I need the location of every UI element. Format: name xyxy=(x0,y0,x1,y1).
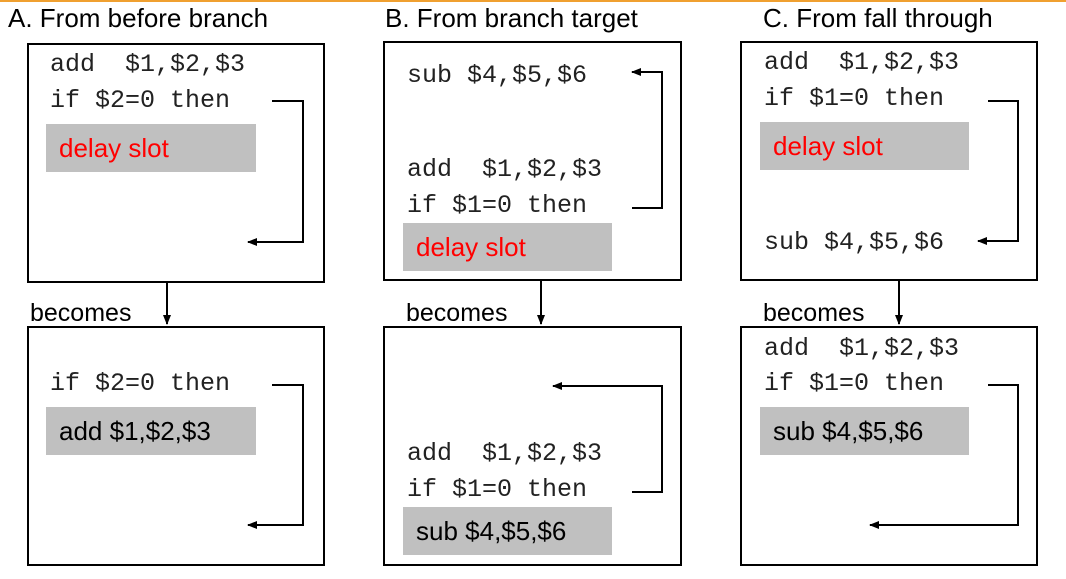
code-c-before-add: add $1,$2,$3 xyxy=(764,48,960,77)
heading-b: B. From branch target xyxy=(385,3,638,33)
heading-c: C. From fall through xyxy=(763,3,993,33)
delay-slot-c: delay slot xyxy=(760,122,969,170)
filled-slot-c: sub $4,$5,$6 xyxy=(760,407,969,455)
becomes-label-a: becomes xyxy=(30,299,132,327)
code-c-fall-sub: sub $4,$5,$6 xyxy=(764,228,945,257)
code-b-before-if: if $1=0 then xyxy=(407,191,588,220)
code-c-after-add: add $1,$2,$3 xyxy=(764,334,960,363)
code-b-before-add: add $1,$2,$3 xyxy=(407,155,603,184)
delay-slot-a: delay slot xyxy=(46,124,256,172)
code-a-before-add: add $1,$2,$3 xyxy=(50,50,246,79)
code-c-before-if: if $1=0 then xyxy=(764,84,945,113)
code-a-before-if: if $2=0 then xyxy=(50,86,231,115)
filled-slot-a: add $1,$2,$3 xyxy=(46,407,256,455)
code-b-after-if: if $1=0 then xyxy=(407,475,588,504)
top-accent-rule xyxy=(0,0,1066,2)
code-b-after-add: add $1,$2,$3 xyxy=(407,439,603,468)
delay-slot-b: delay slot xyxy=(403,223,612,271)
filled-slot-b: sub $4,$5,$6 xyxy=(403,507,612,555)
heading-a: A. From before branch xyxy=(8,3,269,33)
becomes-label-b: becomes xyxy=(406,299,508,327)
code-b-target-sub: sub $4,$5,$6 xyxy=(407,61,588,90)
becomes-label-c: becomes xyxy=(763,299,865,327)
code-a-after-if: if $2=0 then xyxy=(50,369,231,398)
code-c-after-if: if $1=0 then xyxy=(764,369,945,398)
